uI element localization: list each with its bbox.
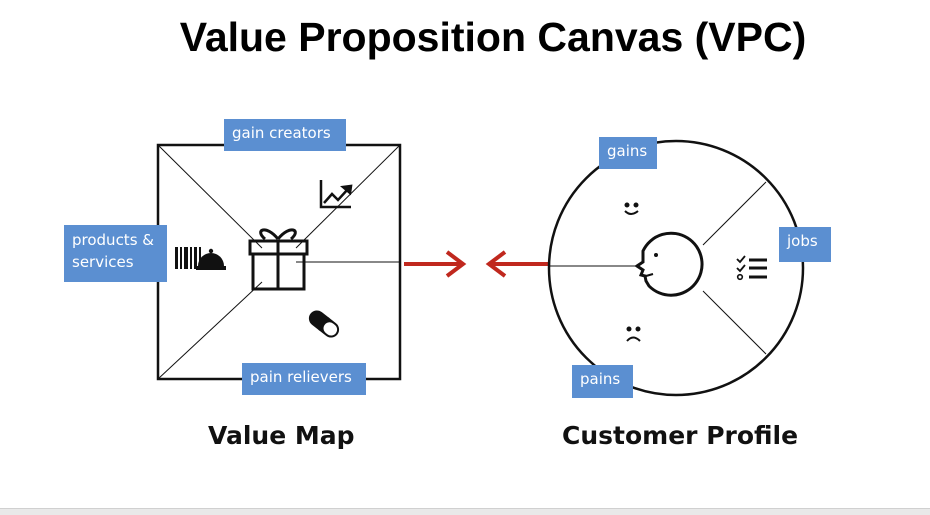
value-map-caption: Value Map	[208, 421, 355, 450]
customer-face-icon	[634, 231, 704, 297]
frown-icon	[626, 326, 641, 342]
gains-label: gains	[599, 137, 657, 169]
customer-profile-caption: Customer Profile	[562, 421, 799, 450]
pill-icon	[308, 310, 340, 338]
arrow-right	[404, 250, 467, 278]
pain-relievers-label: pain relievers	[242, 363, 366, 395]
smile-icon	[624, 202, 639, 215]
gain-creators-label: gain creators	[224, 119, 346, 151]
checklist-icon	[736, 255, 767, 281]
products-services-label: products & services	[64, 225, 167, 282]
jobs-label: jobs	[779, 227, 831, 262]
arrow-left	[485, 250, 548, 278]
cloche-icon	[196, 248, 226, 270]
customer-profile-circle	[547, 139, 805, 397]
bottom-divider	[0, 508, 930, 515]
gift-icon	[248, 228, 309, 291]
barcode-icon	[175, 247, 201, 269]
chart-up-icon	[319, 180, 353, 209]
page-title: Value Proposition Canvas (VPC)	[179, 14, 807, 60]
pains-label: pains	[572, 365, 633, 398]
